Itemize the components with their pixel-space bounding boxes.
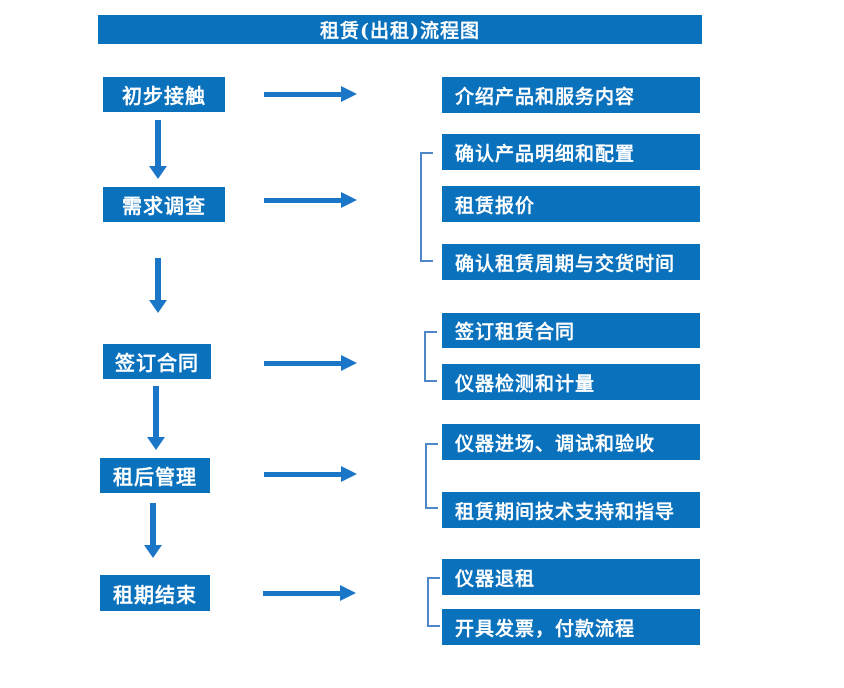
output-box-instrument-setup: 仪器进场、调试和验收	[442, 424, 700, 460]
output-box-instrument-return: 仪器退租	[442, 559, 700, 595]
output-box-instrument-testing: 仪器检测和计量	[442, 364, 700, 400]
group-bracket-rental-end	[427, 577, 440, 627]
output-box-confirm-period-delivery: 确认租赁周期与交货时间	[442, 244, 700, 280]
output-box-tech-support: 租赁期间技术支持和指导	[442, 492, 700, 528]
output-box-sign-rental-contract: 签订租赁合同	[442, 313, 700, 348]
stage-box-sign-contract: 签订合同	[103, 344, 211, 379]
group-bracket-post-rental	[425, 443, 438, 509]
output-box-invoice-payment: 开具发票，付款流程	[442, 609, 700, 645]
group-bracket-sign-contract	[424, 331, 437, 382]
stage-box-rental-end: 租期结束	[100, 575, 210, 611]
stage-box-post-rental-management: 租后管理	[100, 458, 210, 493]
output-box-confirm-details: 确认产品明细和配置	[442, 134, 700, 170]
output-box-introduce-products: 介绍产品和服务内容	[442, 77, 700, 113]
output-box-rental-quote: 租赁报价	[442, 186, 700, 222]
stage-box-demand-survey: 需求调查	[103, 187, 225, 222]
group-bracket-demand-survey	[420, 152, 433, 262]
stage-box-initial-contact: 初步接触	[103, 77, 225, 112]
diagram-title: 租赁(出租)流程图	[98, 15, 702, 44]
